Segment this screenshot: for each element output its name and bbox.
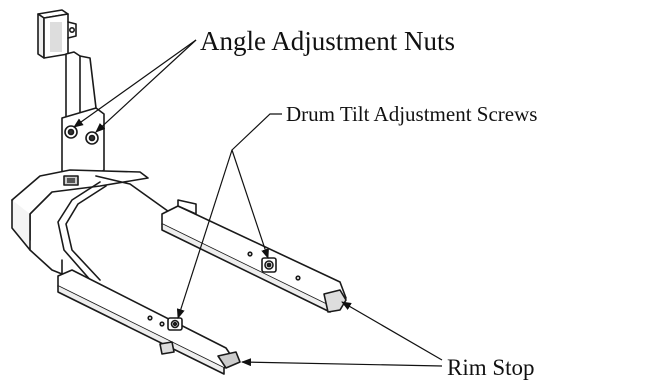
label-rim-stop: Rim Stop <box>447 355 535 380</box>
angle-nut-right <box>85 131 99 145</box>
leader-lines <box>73 39 443 367</box>
leader-angle-nut-right <box>95 39 197 133</box>
wire-guide <box>57 175 173 283</box>
angle-nut-left <box>64 125 78 139</box>
leader-drum-tilt-top <box>231 113 282 259</box>
leader-drum-tilt-bottom <box>176 149 233 319</box>
right-arm <box>161 199 347 313</box>
vertical-bracket <box>61 51 105 183</box>
part-drawing <box>11 9 347 375</box>
label-angle-adjustment-nuts: Angle Adjustment Nuts <box>200 26 455 56</box>
leader-rim-stop-bottom <box>241 358 443 367</box>
leader-angle-nut-left <box>73 39 197 128</box>
lower-rail <box>57 269 241 375</box>
leader-rim-stop-top <box>341 301 443 361</box>
label-drum-tilt-adjustment-screws: Drum Tilt Adjustment Screws <box>286 102 537 126</box>
base-frame <box>11 169 149 275</box>
square-tube <box>37 9 77 59</box>
